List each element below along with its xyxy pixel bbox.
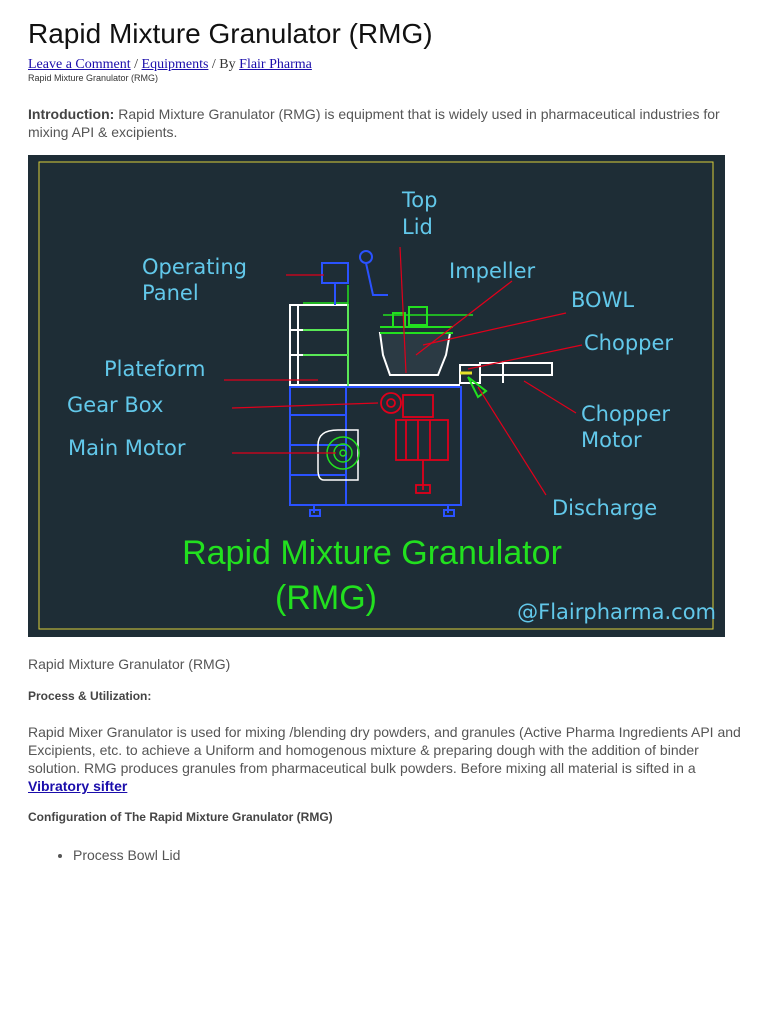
top-lid-shape bbox=[380, 306, 453, 334]
rmg-diagram-image: Top Lid Operating Panel Impeller BOWL Ch… bbox=[28, 155, 725, 637]
label-gear-box: Gear Box bbox=[67, 393, 163, 417]
intro-paragraph: Introduction: Rapid Mixture Granulator (… bbox=[28, 105, 728, 141]
pointer-lines bbox=[224, 246, 583, 496]
machine-base bbox=[289, 386, 462, 517]
category-link[interactable]: Equipments bbox=[141, 57, 209, 72]
intro-text: Rapid Mixture Granulator (RMG) is equipm… bbox=[28, 106, 720, 140]
label-bowl: BOWL bbox=[571, 288, 634, 312]
discharge-shape bbox=[467, 376, 488, 399]
gearbox-shape bbox=[380, 392, 449, 494]
post-meta: Leave a Comment / Equipments / By Flair … bbox=[28, 57, 312, 73]
chopper-shape bbox=[459, 361, 553, 384]
label-main-motor: Main Motor bbox=[68, 436, 186, 460]
rmg-diagram: Top Lid Operating Panel Impeller BOWL Ch… bbox=[38, 161, 716, 630]
operating-panel-shape bbox=[321, 250, 388, 305]
watermark: @Flairpharma.com bbox=[517, 600, 716, 624]
page-title: Rapid Mixture Granulator (RMG) bbox=[28, 18, 433, 49]
label-chopper: Chopper bbox=[584, 331, 673, 355]
configuration-list: Process Bowl Lid bbox=[28, 846, 180, 864]
author-link[interactable]: Flair Pharma bbox=[239, 57, 312, 72]
label-top-lid-2: Lid bbox=[402, 215, 433, 239]
diagram-title-line2: (RMG) bbox=[275, 579, 377, 617]
label-chopper-motor-2: Motor bbox=[581, 428, 642, 452]
figure-caption: Rapid Mixture Granulator (RMG) bbox=[28, 656, 231, 672]
diagram-frame bbox=[38, 161, 714, 630]
label-chopper-motor: Chopper bbox=[581, 402, 670, 426]
label-top-lid: Top bbox=[401, 188, 437, 212]
vibratory-sifter-link[interactable]: Vibratory sifter bbox=[28, 778, 128, 794]
label-impeller: Impeller bbox=[449, 259, 535, 283]
leave-comment-link[interactable]: Leave a Comment bbox=[28, 57, 131, 72]
intro-label: Introduction: bbox=[28, 106, 115, 122]
bowl-shape bbox=[378, 332, 452, 376]
label-discharge: Discharge bbox=[552, 496, 657, 520]
list-item: Process Bowl Lid bbox=[73, 846, 180, 864]
process-heading: Process & Utilization: bbox=[28, 689, 152, 703]
meta-separator: / bbox=[130, 57, 142, 72]
label-operating: Operating bbox=[142, 255, 247, 279]
breadcrumb: Rapid Mixture Granulator (RMG) bbox=[28, 73, 159, 83]
diagram-title-line1: Rapid Mixture Granulator bbox=[182, 534, 562, 572]
main-motor-shape bbox=[317, 429, 359, 481]
label-plateform: Plateform bbox=[104, 357, 205, 381]
configuration-heading: Configuration of The Rapid Mixture Granu… bbox=[28, 810, 333, 824]
meta-by: / By bbox=[208, 57, 240, 72]
process-text: Rapid Mixer Granulator is used for mixin… bbox=[28, 724, 741, 776]
label-operating-2: Panel bbox=[142, 281, 199, 305]
process-paragraph: Rapid Mixer Granulator is used for mixin… bbox=[28, 723, 748, 795]
